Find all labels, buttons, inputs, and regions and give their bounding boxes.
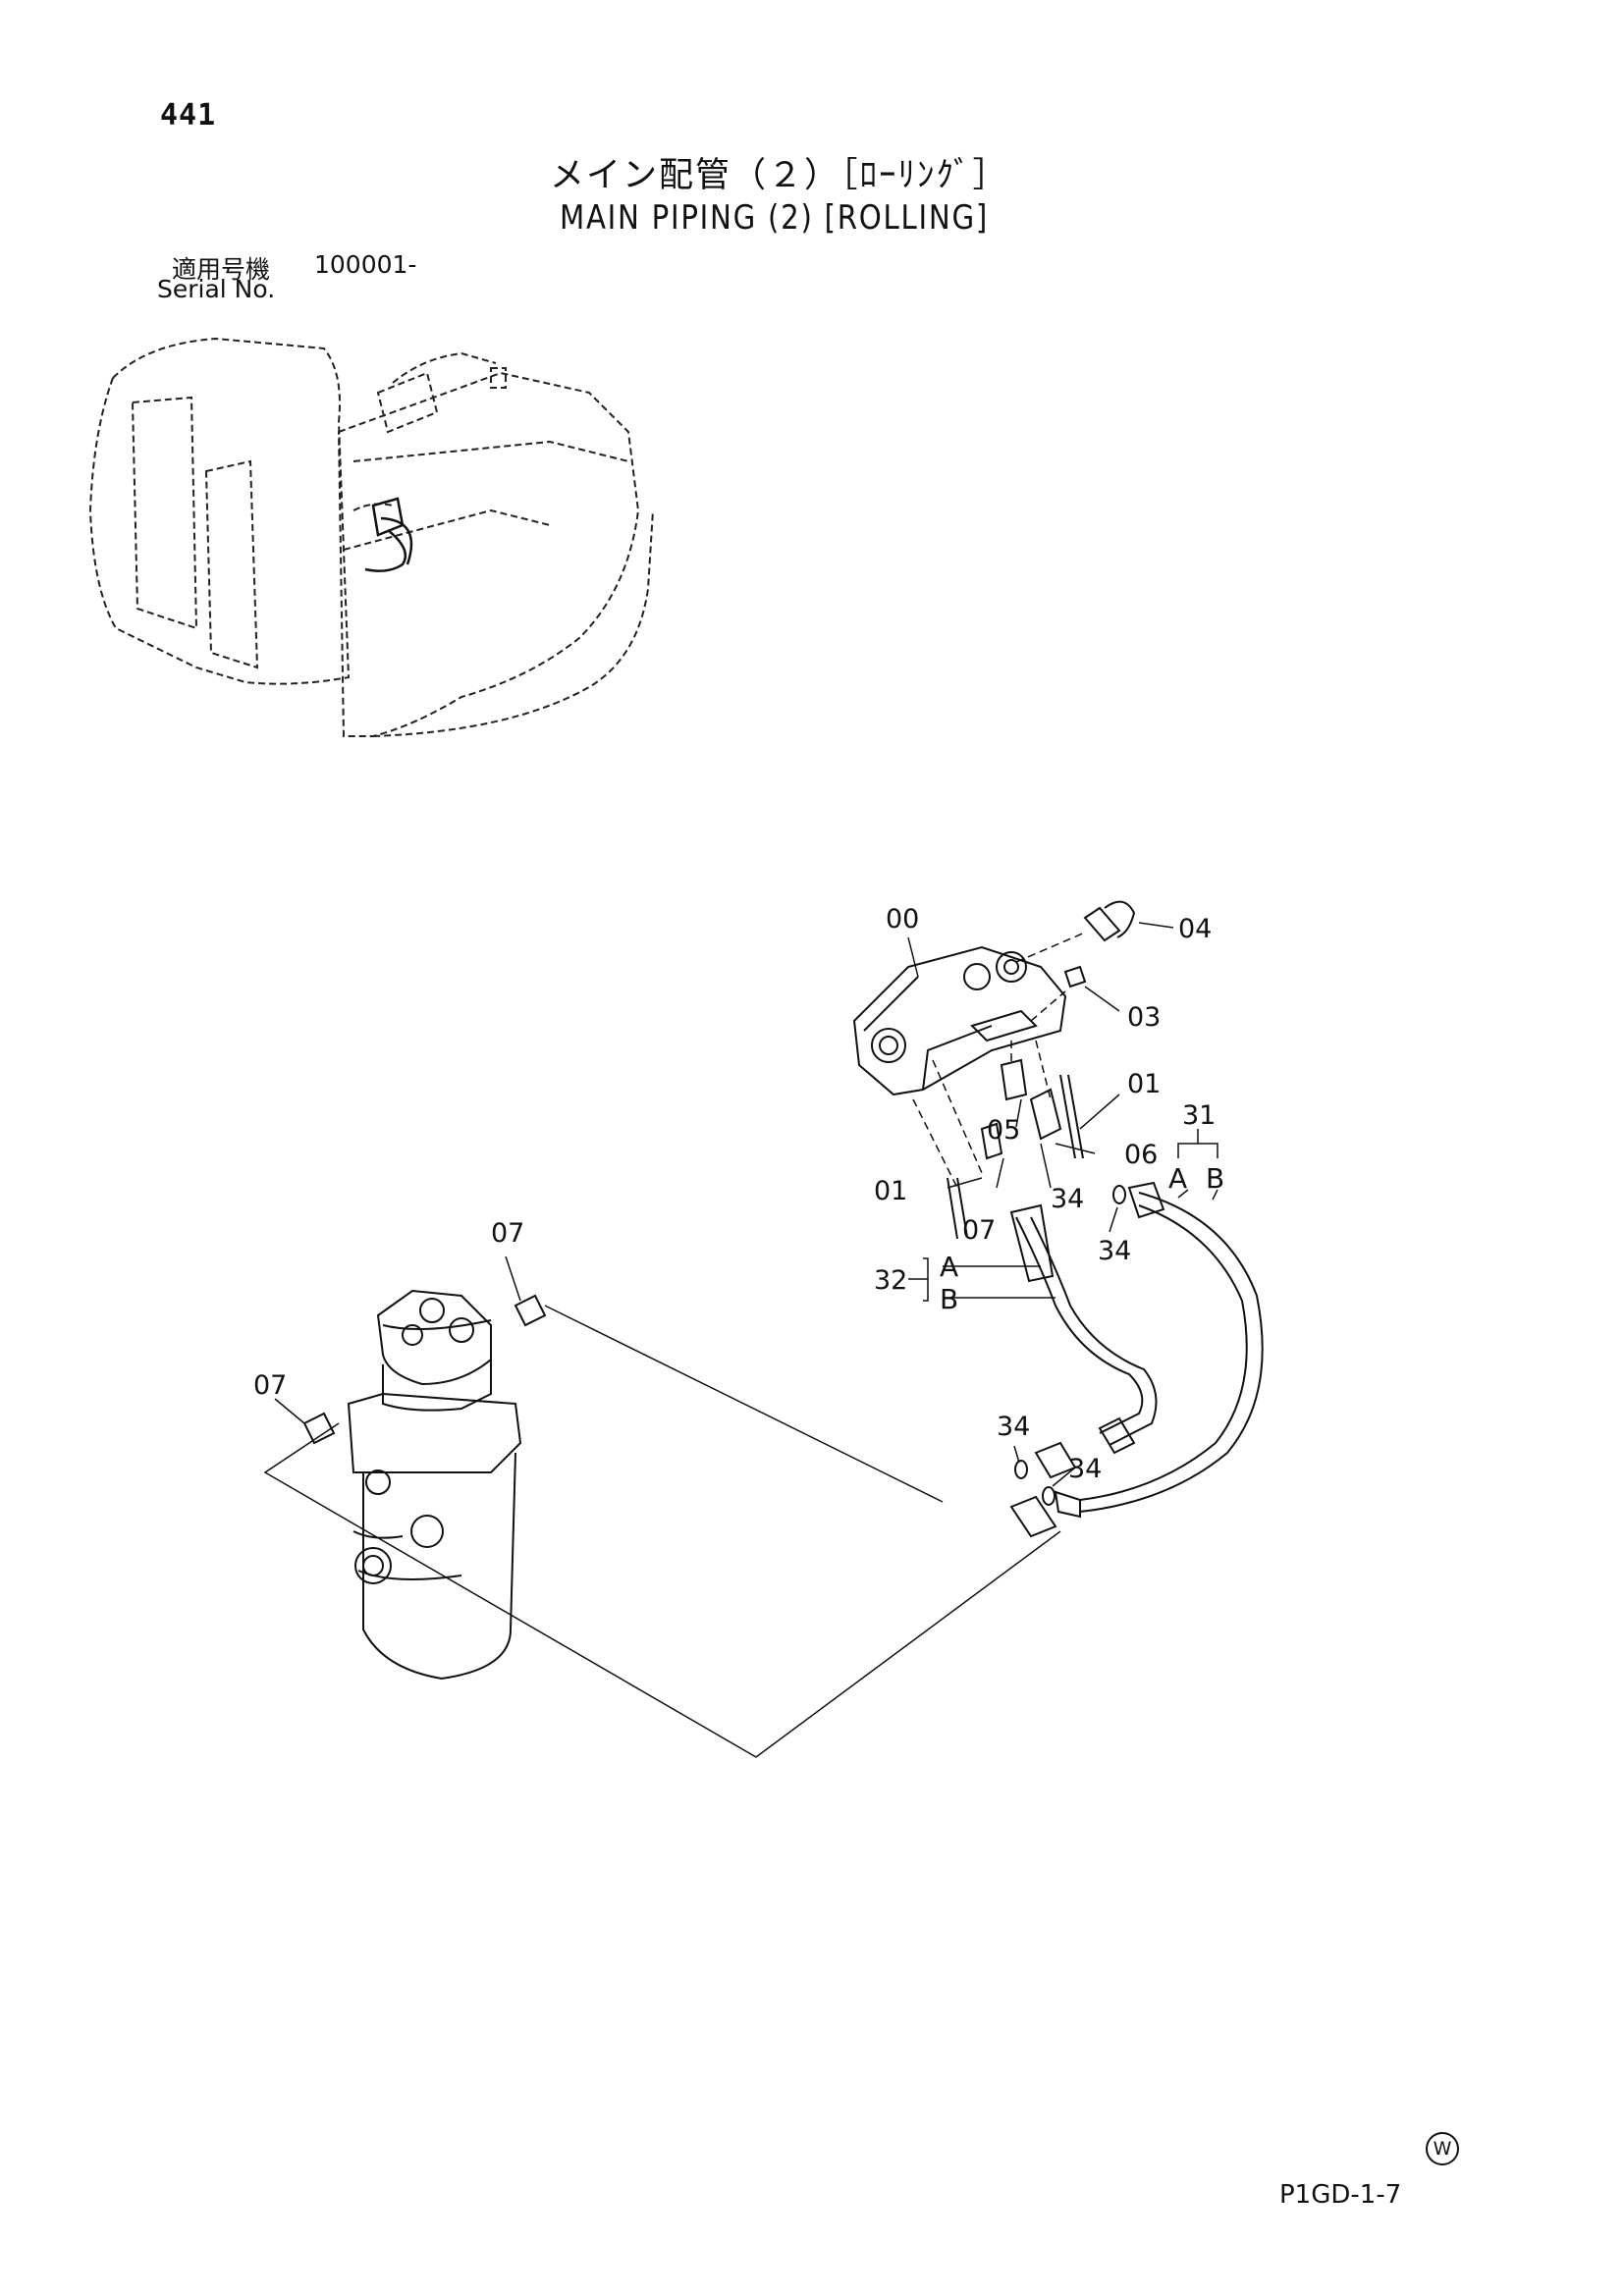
callout-34-c: 34 — [997, 1412, 1030, 1442]
callout-34-a: 34 — [1051, 1184, 1084, 1214]
serial-label-japanese: 適用号機 — [172, 255, 271, 284]
page-title-japanese: メイン配管（２）［ﾛｰﾘﾝｸﾞ］ — [550, 156, 1009, 195]
hose-31 — [1009, 1181, 1264, 1538]
swivel-joint — [347, 1289, 522, 1681]
callout-leader-lines — [274, 922, 1218, 1487]
callout-32-b: B — [940, 1283, 958, 1315]
callout-31: 31 — [1182, 1100, 1216, 1131]
callout-01-left: 01 — [874, 1176, 907, 1206]
callout-03: 03 — [1127, 1002, 1161, 1033]
callout-07-upper: 07 — [962, 1215, 996, 1246]
page-title: MAIN PIPING (2) [ROLLING] — [560, 198, 989, 238]
callout-32-a: A — [940, 1251, 958, 1283]
excavator-overview-illustration — [88, 337, 654, 737]
rolling-valve-block — [852, 945, 1067, 1096]
callout-04: 04 — [1178, 914, 1212, 944]
callout-31-b: B — [1206, 1162, 1224, 1195]
connection-lines — [263, 1305, 1061, 1758]
overview-valve-detail — [364, 497, 413, 572]
page-code: P1GD-1-7 — [1279, 2180, 1402, 2210]
callout-07-swivel-left: 07 — [253, 1370, 287, 1401]
callout-34-d: 34 — [1068, 1454, 1102, 1484]
callout-06: 06 — [1124, 1140, 1158, 1170]
hose-32 — [1009, 1203, 1158, 1479]
callout-31-a: A — [1168, 1162, 1187, 1195]
callout-00: 00 — [886, 904, 919, 934]
serial-label: Serial No. — [157, 275, 276, 303]
swivel-fittings — [302, 1294, 547, 1445]
page-number: 441 — [160, 98, 217, 133]
callout-34-b: 34 — [1098, 1236, 1131, 1266]
w-mark: W — [1426, 2132, 1459, 2165]
callout-32: 32 — [874, 1265, 907, 1296]
dashed-leader-lines — [912, 932, 1086, 1189]
callout-05: 05 — [987, 1115, 1020, 1146]
callout-07-swivel-top: 07 — [491, 1218, 524, 1249]
fittings — [947, 900, 1136, 1506]
serial-number-value: 100001- — [314, 250, 417, 279]
callout-01-right: 01 — [1127, 1069, 1161, 1099]
